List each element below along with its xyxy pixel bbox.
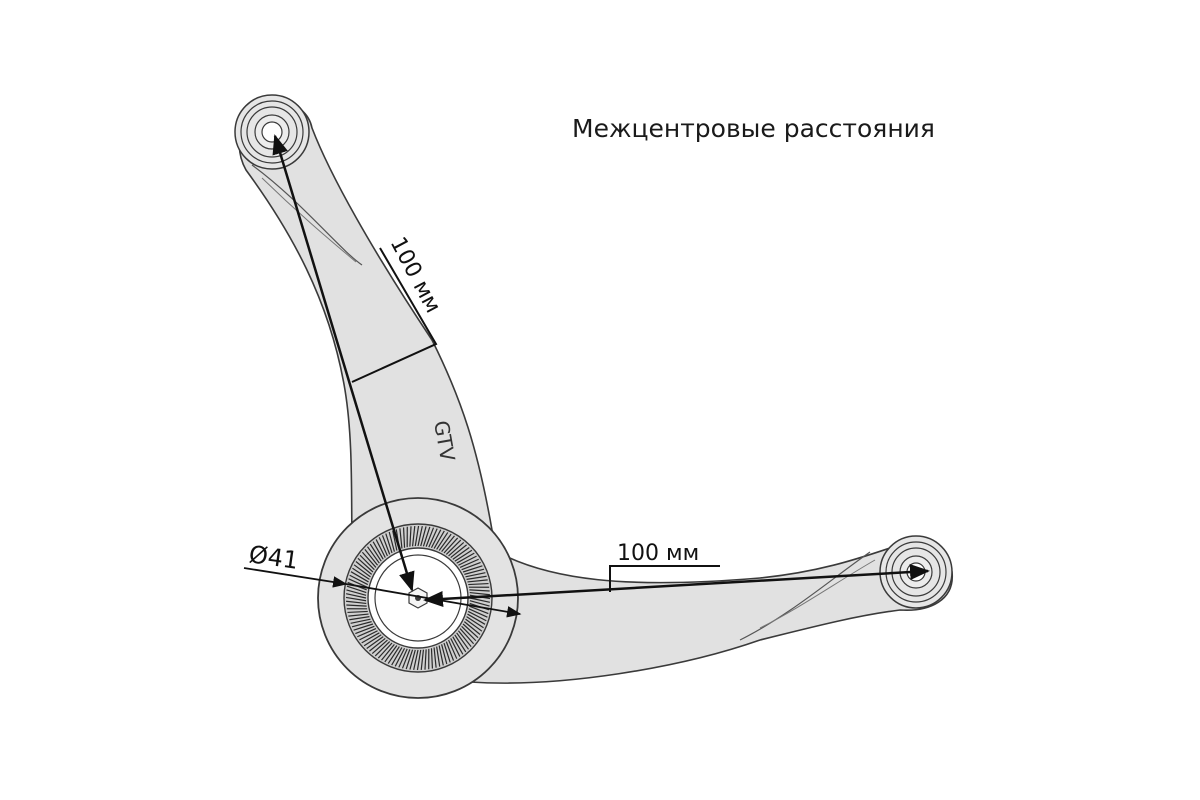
knurl-line bbox=[417, 526, 423, 547]
lower-dimension-line bbox=[423, 564, 930, 607]
diameter-label: Ø41 bbox=[247, 540, 300, 575]
knurl-line bbox=[430, 648, 434, 669]
knurl-line bbox=[345, 596, 367, 602]
diameter-leader-line bbox=[243, 567, 348, 588]
knurl-line bbox=[443, 537, 459, 554]
diagram-title: Межцентровые расстояния bbox=[572, 114, 935, 143]
knurl-line bbox=[436, 532, 449, 550]
knurl-line bbox=[438, 533, 452, 551]
knurl-line bbox=[433, 647, 437, 668]
knurl-line bbox=[441, 535, 455, 553]
upper-eye-bushing bbox=[234, 94, 310, 170]
lower-dimension-label: 100 мм bbox=[617, 541, 699, 566]
knurl-line bbox=[428, 528, 438, 548]
knurl-line bbox=[401, 649, 411, 669]
knurl-line bbox=[353, 623, 374, 631]
knurl-line bbox=[468, 608, 488, 618]
knurl-line bbox=[387, 646, 400, 664]
knurl-line bbox=[463, 621, 481, 635]
knurl-line bbox=[349, 616, 370, 621]
knurl-line bbox=[420, 649, 425, 670]
knurl-line bbox=[458, 555, 477, 566]
knurl-line bbox=[374, 641, 391, 657]
knurl-line bbox=[469, 605, 489, 615]
knurl-line bbox=[445, 539, 462, 555]
knurl-line bbox=[394, 647, 406, 667]
knurl-line bbox=[433, 530, 445, 549]
knurl-line bbox=[448, 639, 458, 659]
knurl-line bbox=[450, 544, 467, 559]
knurl-line bbox=[443, 642, 451, 663]
upper-dimension-line bbox=[272, 134, 415, 592]
knurl-line bbox=[452, 636, 464, 655]
knurl-line bbox=[441, 644, 448, 665]
knurl-line bbox=[465, 618, 483, 632]
knurl-line bbox=[347, 610, 368, 614]
knurl-line bbox=[359, 630, 378, 641]
knurl-line bbox=[346, 604, 367, 607]
knurl-line bbox=[456, 632, 470, 650]
knurl-line bbox=[454, 549, 473, 562]
knurl-line bbox=[448, 541, 465, 557]
knurl-line bbox=[420, 526, 427, 547]
knurl-line bbox=[459, 628, 475, 645]
knurl-line bbox=[346, 593, 367, 599]
knurl-line bbox=[348, 613, 369, 617]
upper-dimension-leader bbox=[351, 247, 438, 383]
knurl-line bbox=[366, 636, 384, 650]
central-hub bbox=[317, 497, 519, 699]
knurl-line bbox=[416, 649, 422, 671]
hub-diameter-dimension: Ø41 bbox=[243, 540, 522, 618]
knurl-line bbox=[454, 634, 467, 653]
diameter-line bbox=[345, 583, 522, 618]
knurl-line bbox=[445, 641, 455, 661]
knurl-line bbox=[461, 625, 477, 642]
knurl-line bbox=[438, 645, 444, 666]
knurl-line bbox=[350, 618, 371, 624]
knurl-line bbox=[351, 621, 372, 628]
knurl-line bbox=[361, 632, 380, 644]
knurl-line bbox=[450, 638, 461, 657]
knurl-line bbox=[424, 649, 427, 670]
knurl-line bbox=[371, 639, 388, 655]
knurl-line bbox=[430, 529, 442, 549]
knurl-line bbox=[391, 647, 403, 666]
knurl-line bbox=[457, 630, 472, 647]
knurl-line bbox=[413, 649, 419, 670]
knurl-line bbox=[452, 546, 470, 560]
knurl-line bbox=[369, 637, 386, 652]
knurl-line bbox=[422, 526, 431, 547]
knurl-line bbox=[466, 616, 484, 629]
lower-dimension-leader bbox=[609, 565, 720, 592]
knurl-line bbox=[384, 645, 398, 663]
knurl-line bbox=[462, 623, 479, 639]
knurl-line bbox=[398, 648, 408, 668]
knurl-line bbox=[436, 646, 441, 667]
lower-center-distance: 100 мм bbox=[423, 541, 930, 607]
knurl-line bbox=[467, 613, 486, 625]
knurl-line bbox=[467, 610, 487, 622]
knurl-line bbox=[355, 625, 375, 635]
knurl-line bbox=[409, 649, 416, 670]
knurl-line bbox=[405, 649, 414, 670]
knurl-line bbox=[381, 643, 395, 661]
knurl-line bbox=[414, 525, 420, 547]
knurl-line bbox=[425, 527, 435, 547]
knurl-line bbox=[357, 628, 377, 638]
knurl-line bbox=[346, 600, 367, 605]
knurl-line bbox=[456, 552, 475, 564]
knurl-line bbox=[363, 634, 382, 647]
knurl-line bbox=[377, 642, 393, 659]
lower-arm-shape bbox=[468, 537, 953, 684]
